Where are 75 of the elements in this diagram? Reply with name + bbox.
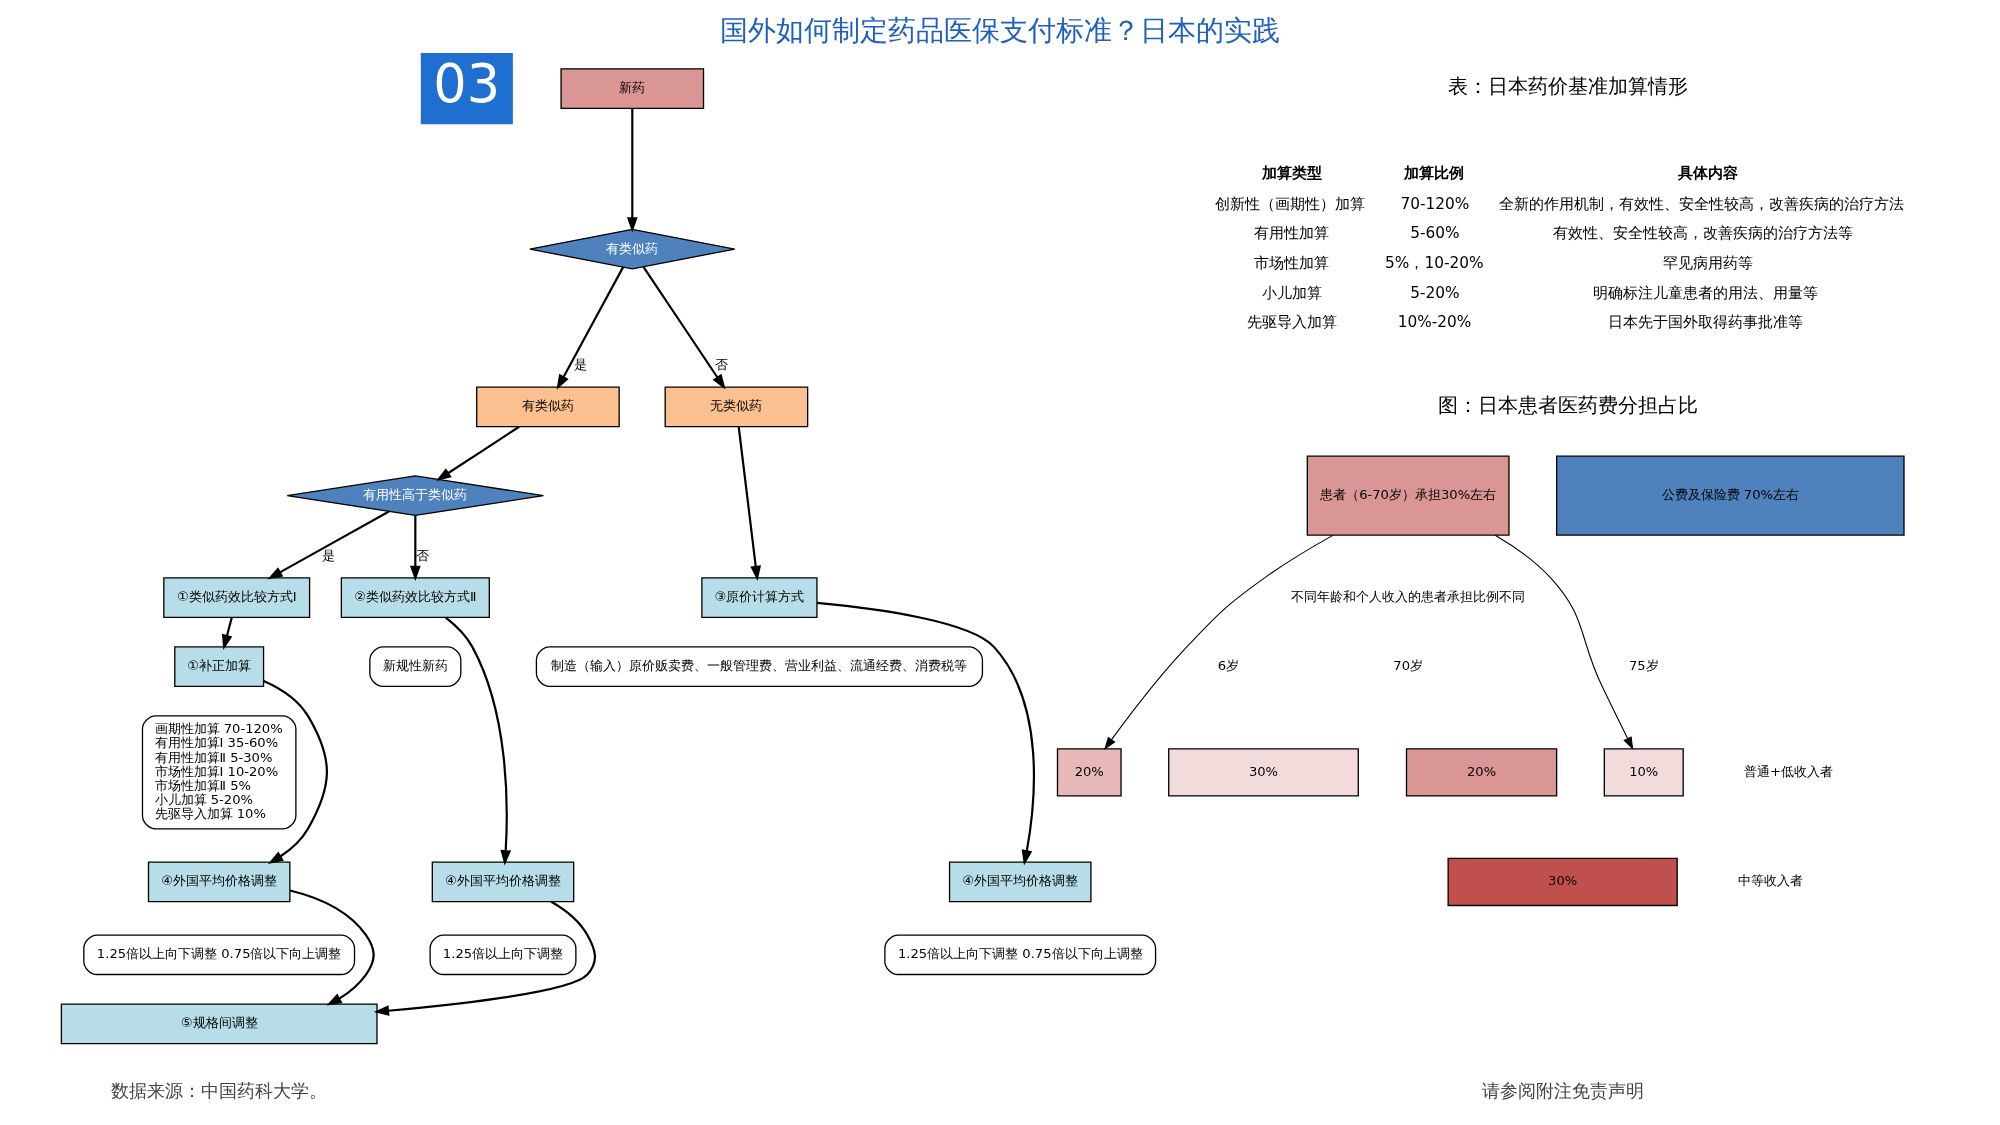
arrow: [435, 425, 520, 482]
arrow: [1103, 534, 1334, 751]
arrow: [266, 510, 389, 580]
arrow: [642, 266, 726, 390]
node-box: 30%: [1447, 857, 1678, 907]
label: 有用性加算: [1253, 224, 1329, 243]
label: 5-20%: [1409, 283, 1460, 302]
label: 75岁: [1628, 658, 1659, 673]
edge-label: 否: [415, 547, 429, 563]
arrow: [626, 108, 638, 233]
node-box: ④外国平均价格调整: [948, 861, 1092, 903]
label: 全新的作用机制，有效性、安全性较高，改善疾病的治疗方法: [1498, 194, 1904, 213]
node-box: ④外国平均价格调整: [431, 861, 574, 903]
arrow: [816, 601, 1035, 866]
label: 罕见病用药等: [1662, 253, 1753, 272]
label: 请参阅附注免责声明: [1481, 1081, 1644, 1102]
label: 日本先于国外取得药事批准等: [1607, 313, 1803, 332]
node-box: 公费及保险费 70%左右: [1555, 455, 1905, 536]
node-box: 无类似药: [664, 386, 808, 428]
label: 数据来源：中国药科大学。: [110, 1081, 327, 1102]
label: 明确标注儿童患者的用法、用量等: [1592, 283, 1818, 302]
node-box: 1.25倍以上向下调整 0.75倍以下向上调整: [82, 934, 355, 976]
node-box: ③原价计算方式: [700, 577, 818, 618]
node-box: 新药: [559, 68, 704, 109]
label: 有效性、安全性较高，改善疾病的治疗方法等: [1552, 224, 1853, 243]
node-box: 患者（6-70岁）承担30%左右: [1306, 455, 1510, 536]
node-box: 制造（输入）原价贩卖费、一般管理费、营业利益、流通经费、消费税等: [535, 646, 983, 687]
label: 表：日本药价基准加算情形: [1447, 75, 1688, 99]
edge-label: 是: [321, 547, 335, 563]
label: 70岁: [1392, 658, 1423, 673]
node-diamond: 有用性高于类似药: [286, 475, 544, 517]
node-box: ⑤规格间调整: [60, 1003, 378, 1045]
node-diamond: 有类似药: [528, 228, 735, 270]
label: 加算类型: [1261, 164, 1322, 183]
label: 03: [432, 52, 500, 114]
label: 加算比例: [1403, 164, 1464, 183]
arrow: [444, 616, 511, 866]
node-box: 新规性新药: [368, 646, 461, 687]
arrow: [556, 266, 624, 390]
label: 普通+低收入者: [1743, 763, 1833, 779]
label: 不同年龄和个人收入的患者承担比例不同: [1290, 588, 1525, 604]
arrow: [289, 889, 375, 1006]
label: 先驱导入加算: [1246, 313, 1337, 332]
node-box: 10%: [1603, 748, 1684, 797]
arrow: [262, 679, 328, 864]
edge-label: 是: [573, 357, 587, 373]
arrow: [737, 426, 761, 582]
label: 图：日本患者医药费分担占比: [1437, 393, 1698, 417]
label: 6岁: [1217, 658, 1239, 673]
arrow: [221, 617, 233, 650]
label: 5-60%: [1409, 224, 1460, 243]
node-box: 画期性加算 70-120% 有用性加算Ⅰ 35-60% 有用性加算Ⅱ 5-30% 市场性加算Ⅰ 10-20% 市场性加算Ⅱ 5% 小儿加算 5-20% 先驱导入加算 10%: [141, 715, 297, 830]
node-box: 20%: [1056, 748, 1122, 797]
node-box: 30%: [1167, 748, 1359, 797]
arrow: [1494, 534, 1633, 751]
node-box: ①类似药效比较方式Ⅰ: [162, 577, 310, 618]
edge-label: 否: [714, 357, 728, 373]
node-box: 有类似药: [475, 386, 620, 428]
label: 市场性加算: [1253, 253, 1329, 272]
label: 小儿加算: [1261, 283, 1322, 302]
label: 中等收入者: [1737, 873, 1803, 889]
arrow: [409, 515, 421, 582]
node-box: 1.25倍以上向下调整: [428, 934, 577, 976]
node-box: ①补正加算: [173, 646, 264, 687]
node-box: 20%: [1405, 748, 1557, 797]
node-box: 1.25倍以上向下调整 0.75倍以下向上调整: [883, 934, 1156, 976]
node-box: ②类似药效比较方式Ⅱ: [340, 577, 490, 618]
arrow: [373, 900, 596, 1016]
label: 10%-20%: [1397, 313, 1471, 332]
label: 创新性（画期性）加算: [1214, 194, 1365, 213]
label: 具体内容: [1677, 164, 1738, 183]
node-box: ④外国平均价格调整: [147, 861, 290, 903]
label: 5%，10-20%: [1384, 253, 1484, 272]
diagram-title: 国外如何制定药品医保支付标准？日本的实践: [720, 13, 1280, 47]
label: 70-120%: [1399, 194, 1469, 213]
